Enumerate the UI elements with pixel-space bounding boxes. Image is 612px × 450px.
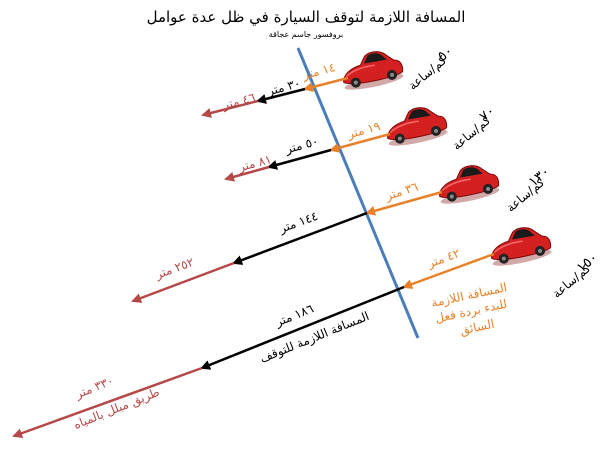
row-150: ٤٢ متر ١٨٦ متر ٣٣٠ متر ١٥٠ كم/ساعة — [12, 221, 601, 438]
stopping-distance-label: ٣٠ متر — [265, 76, 302, 99]
stopping-arrow — [256, 87, 306, 104]
wet-road-arrow — [201, 99, 259, 118]
stopping-arrow — [232, 211, 368, 265]
reaction-legend-line3: السائق — [459, 317, 496, 339]
reaction-arrow — [365, 190, 443, 216]
wet-road-arrow — [224, 165, 270, 182]
reaction-distance-label: ١٩ متر — [345, 119, 382, 142]
row-50: ١٤ متر ٣٠ متر ٤٦ متر ٥٠ كم/ساعة — [201, 43, 456, 118]
wet-road-arrow — [131, 261, 235, 303]
car-icon — [337, 45, 406, 94]
speed-unit: كم/ساعة — [450, 113, 494, 153]
wet-road-arrow — [12, 366, 203, 438]
speed-unit: كم/ساعة — [504, 175, 548, 215]
page-title: المسافة اللازمة لتوقف السيارة في ظل عدة … — [147, 8, 466, 27]
reaction-arrow — [329, 132, 391, 153]
car-icon — [433, 159, 502, 208]
wet-distance-label: ٤٦ متر — [220, 90, 257, 113]
reaction-arrow — [402, 252, 495, 289]
reaction-arrow — [303, 76, 349, 92]
row-70: ١٩ متر ٥٠ متر ٨١ متر ٧٠ كم/ساعة — [224, 101, 498, 182]
row-130: ٣٦ متر ١٤٤ متر ٢٥٢ متر ١٣٠ كم/ساعة — [131, 159, 553, 303]
speed-unit: كم/ساعة — [406, 53, 450, 93]
stopping-arrow — [200, 285, 405, 370]
car-icon — [485, 221, 554, 270]
stopping-arrow — [267, 148, 332, 170]
reaction-legend: المسافة اللازمة للبدء بردة فعل السائق — [430, 280, 509, 338]
wet-distance-label: ٣٣٠ متر — [72, 373, 115, 402]
page-subtitle: بروفسور جاسم عجاقة — [269, 30, 343, 39]
speed-unit: كم/ساعة — [550, 261, 594, 301]
car-icon — [381, 101, 450, 150]
